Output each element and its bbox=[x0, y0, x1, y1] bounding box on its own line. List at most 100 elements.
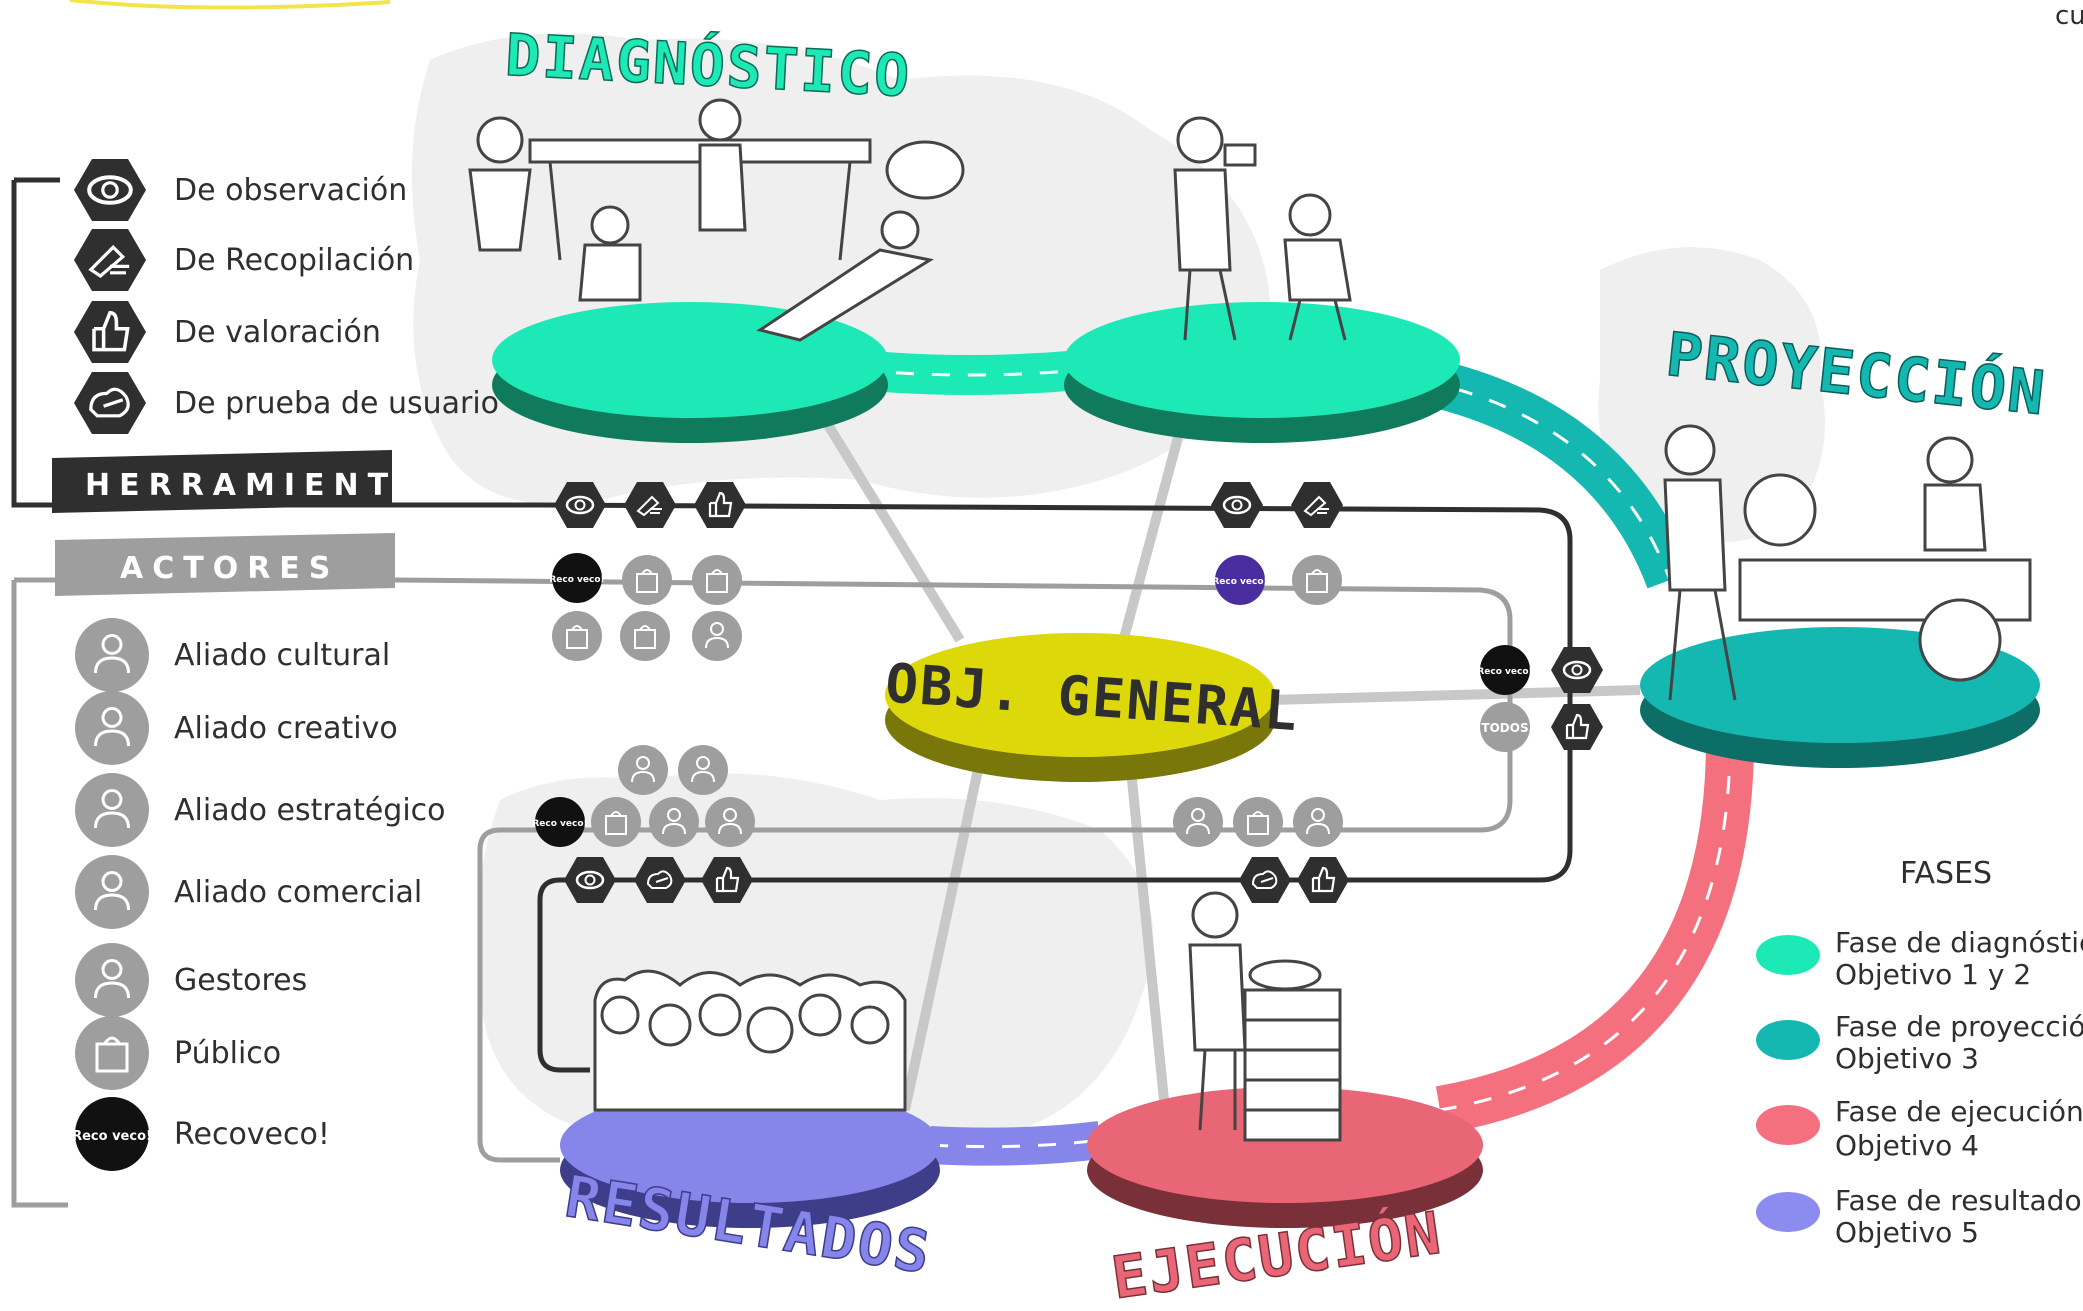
legend-item-proyeccion: Fase de proyección Objetivo 3 bbox=[1756, 1010, 2083, 1075]
badge-cloud-4 bbox=[634, 857, 686, 903]
routing-lines bbox=[11, 177, 1573, 1208]
badge-thumb-3 bbox=[1551, 704, 1603, 750]
badge-recoveco-4: Reco veco! bbox=[532, 797, 588, 847]
badge-todos: TODOS bbox=[1480, 702, 1530, 752]
title-diagnostico-group: DIAGNÓSTICO bbox=[503, 19, 914, 111]
illustration-photographers bbox=[1173, 116, 1352, 341]
legend-line1: Fase de resultados bbox=[1835, 1184, 2083, 1217]
recoveco-badge-text: Reco veco! bbox=[1212, 577, 1267, 587]
badge-gestores-1 bbox=[678, 745, 728, 795]
actor-label: Aliado cultural bbox=[174, 638, 390, 673]
actor-label: Aliado comercial bbox=[174, 875, 422, 910]
badge-publico-5 bbox=[1292, 555, 1342, 605]
badge-recoveco-1: Reco veco! bbox=[549, 553, 605, 603]
tool-label: De prueba de usuario bbox=[174, 386, 499, 421]
recoveco-logo-text: Reco veco! bbox=[72, 1129, 152, 1144]
badge-eye-2 bbox=[1211, 482, 1263, 528]
actores-banner: ACTORES bbox=[55, 533, 395, 596]
route-actor-badges: Reco veco! Reco veco! Reco veco! TODOS R… bbox=[532, 553, 1533, 847]
badge-brush-2 bbox=[1291, 482, 1343, 528]
actor-recoveco: Reco veco! Recoveco! bbox=[72, 1097, 330, 1171]
badge-cultural-1 bbox=[649, 797, 699, 847]
badge-publico-4 bbox=[620, 611, 670, 661]
badge-eye-3 bbox=[1551, 647, 1603, 693]
legend-line1: Fase de proyección bbox=[1835, 1010, 2083, 1043]
legend-line1: Fase de diagnóstico bbox=[1835, 926, 2083, 959]
eye-icon bbox=[74, 159, 146, 221]
platform-obj-general bbox=[885, 633, 1275, 782]
tool-prueba-usuario: De prueba de usuario bbox=[74, 372, 499, 434]
platform-ejecucion bbox=[1087, 1087, 1483, 1228]
todos-text: TODOS bbox=[1481, 721, 1528, 735]
actores-list: Aliado cultural Aliado creativo Aliado e… bbox=[72, 618, 446, 1171]
actor-label: Aliado estratégico bbox=[174, 793, 446, 828]
badge-publico-6 bbox=[591, 797, 641, 847]
badge-eye-1 bbox=[554, 482, 606, 528]
actor-aliado-creativo: Aliado creativo bbox=[75, 691, 398, 765]
thumbs-up-icon bbox=[74, 301, 146, 363]
badge-comercial-1 bbox=[692, 611, 742, 661]
badge-brush-1 bbox=[624, 482, 676, 528]
actores-label: ACTORES bbox=[120, 551, 339, 586]
recoveco-logo-icon bbox=[75, 1097, 149, 1171]
badge-gestores-2 bbox=[1293, 797, 1343, 847]
illustration-crowd bbox=[593, 969, 907, 1112]
herramientas-banner: HERRAMIENTAS bbox=[52, 450, 458, 513]
tool-observacion: De observación bbox=[74, 159, 407, 221]
route-tool-badges bbox=[554, 482, 1603, 903]
badge-thumb-4 bbox=[701, 857, 753, 903]
badge-recoveco-2: Reco veco! bbox=[1212, 555, 1268, 605]
legend-line1: Fase de ejecución bbox=[1835, 1095, 2083, 1128]
recoveco-badge-text: Reco veco! bbox=[532, 819, 587, 829]
recoveco-badge-text: Reco veco! bbox=[549, 575, 604, 585]
tool-valoracion: De valoración bbox=[74, 301, 381, 363]
badge-publico-7 bbox=[1233, 797, 1283, 847]
platform-resultados bbox=[560, 1087, 940, 1228]
publico-icon bbox=[75, 1016, 149, 1090]
badge-thumb-1 bbox=[694, 482, 746, 528]
badge-publico-1 bbox=[622, 555, 672, 605]
badge-publico-3 bbox=[552, 611, 602, 661]
legend-line2: Objetivo 3 bbox=[1835, 1042, 1979, 1075]
badge-creativo-1 bbox=[618, 745, 668, 795]
badge-cloud-5 bbox=[1239, 857, 1291, 903]
tool-label: De observación bbox=[174, 173, 407, 208]
title-diagnostico: DIAGNÓSTICO bbox=[504, 20, 913, 110]
legend-line2: Objetivo 1 y 2 bbox=[1835, 958, 2031, 991]
corner-text: cu bbox=[2055, 1, 2083, 31]
platform-diagnostico-2 bbox=[1064, 302, 1460, 443]
actor-gestores: Gestores bbox=[75, 943, 307, 1017]
actor-publico: Público bbox=[75, 1016, 281, 1090]
actor-label: Aliado creativo bbox=[174, 711, 398, 746]
illustration-diagnostico-team bbox=[468, 98, 965, 342]
actor-label: Gestores bbox=[174, 963, 307, 998]
actor-label: Recoveco! bbox=[174, 1117, 330, 1152]
tool-label: De valoración bbox=[174, 315, 381, 350]
legend-line2: Objetivo 4 bbox=[1835, 1129, 1979, 1162]
actor-aliado-comercial: Aliado comercial bbox=[75, 855, 422, 929]
tool-label: De Recopilación bbox=[174, 243, 414, 278]
badge-creativo-2 bbox=[1173, 797, 1223, 847]
badge-comercial-2 bbox=[705, 797, 755, 847]
badge-publico-2 bbox=[692, 555, 742, 605]
actor-label: Público bbox=[174, 1036, 281, 1071]
herramientas-label: HERRAMIENTAS bbox=[85, 468, 458, 503]
illustration-vendor-cart bbox=[1663, 424, 2032, 701]
herramientas-list: De observación De Recopilación De valora… bbox=[74, 159, 499, 434]
tool-recopilacion: De Recopilación bbox=[74, 229, 414, 291]
legend-line2: Objetivo 5 bbox=[1835, 1216, 1979, 1249]
phase-roads bbox=[858, 350, 1754, 1166]
badge-thumb-5 bbox=[1297, 857, 1349, 903]
illustration-crate-worker bbox=[1188, 891, 1342, 1142]
legend-item-resultados: Fase de resultados Objetivo 5 bbox=[1756, 1184, 2083, 1249]
legend-item-diagnostico: Fase de diagnóstico Objetivo 1 y 2 bbox=[1756, 926, 2083, 991]
legend-item-ejecucion: Fase de ejecución Objetivo 4 bbox=[1756, 1095, 2083, 1162]
badge-recoveco-3: Reco veco! bbox=[1477, 645, 1533, 695]
fases-legend: FASES Fase de diagnóstico Objetivo 1 y 2… bbox=[1756, 856, 2083, 1249]
hand-brush-icon bbox=[74, 229, 146, 291]
actor-aliado-cultural: Aliado cultural bbox=[75, 618, 390, 692]
badge-eye-4 bbox=[564, 857, 616, 903]
legend-title: FASES bbox=[1900, 856, 1992, 891]
recoveco-badge-text: Reco veco! bbox=[1477, 667, 1532, 677]
